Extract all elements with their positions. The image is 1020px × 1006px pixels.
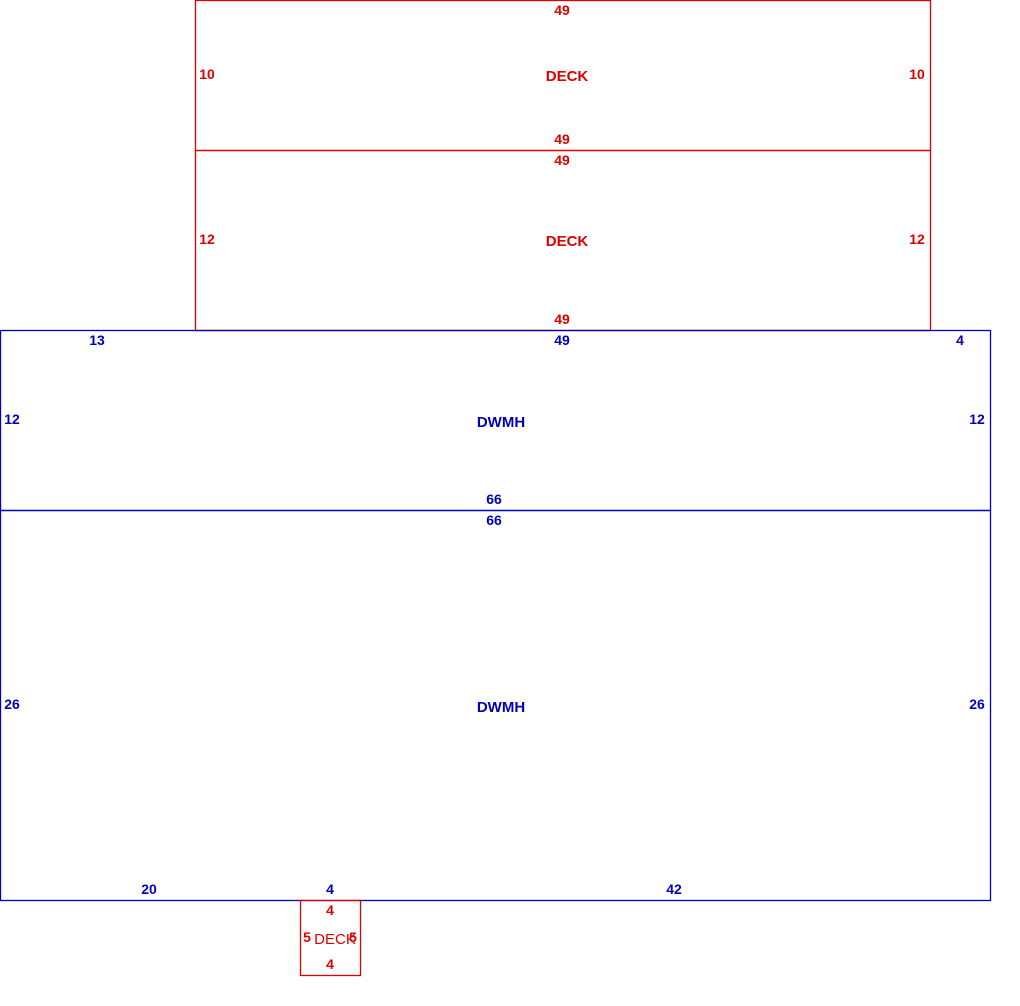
dwmh-upper-dim-top-mid: 49 (554, 332, 570, 348)
dwmh-upper-dim-bottom: 66 (486, 491, 502, 507)
dwmh-lower-outline[interactable] (0, 509, 992, 902)
dwmh-lower-dim-right: 26 (969, 696, 985, 712)
deck-small-label: DECK (314, 931, 356, 948)
deck-top-dim-left: 10 (199, 66, 215, 82)
dwmh-lower-dim-bottom-mid: 4 (326, 881, 334, 897)
dwmh-upper-dim-top-left: 13 (89, 332, 105, 348)
deck-small-outline[interactable] (299, 899, 362, 977)
deck-top-label: DECK (546, 68, 589, 85)
dwmh-lower-dim-left: 26 (4, 696, 20, 712)
deck-middle: 49 12 12 DECK 49 (194, 149, 932, 332)
dwmh-lower-dim-bottom-left: 20 (141, 881, 157, 897)
dwmh-upper-dim-left: 12 (4, 411, 20, 427)
dwmh-upper-dim-right: 12 (969, 411, 985, 427)
dwmh-upper: 13 49 4 12 12 DWMH 66 (0, 329, 992, 512)
deck-small-dim-bottom: 4 (326, 956, 334, 972)
dwmh-upper-dim-top-right: 4 (956, 332, 964, 348)
deck-middle-label: DECK (546, 233, 589, 250)
dwmh-lower-dim-bottom-right: 42 (666, 881, 682, 897)
deck-middle-dim-bottom: 49 (554, 311, 570, 327)
deck-small-dim-top: 4 (326, 902, 334, 918)
dwmh-lower-dim-top: 66 (486, 512, 502, 528)
deck-top-dim-bottom: 49 (554, 131, 570, 147)
deck-small-dim-right: 5 (349, 929, 357, 945)
deck-middle-dim-top: 49 (554, 152, 570, 168)
deck-small: 4 5 5 DECK 4 (299, 899, 362, 977)
dwmh-lower: 66 26 26 DWMH 20 4 42 (0, 509, 992, 902)
deck-top: 49 10 10 DECK 49 (194, 0, 932, 152)
deck-middle-dim-left: 12 (199, 231, 215, 247)
deck-top-dim-right: 10 (909, 66, 925, 82)
deck-top-dim-top: 49 (554, 2, 570, 18)
deck-small-dim-left: 5 (303, 929, 311, 945)
deck-middle-dim-right: 12 (909, 231, 925, 247)
dwmh-upper-label: DWMH (477, 414, 525, 431)
dwmh-lower-label: DWMH (477, 699, 525, 716)
